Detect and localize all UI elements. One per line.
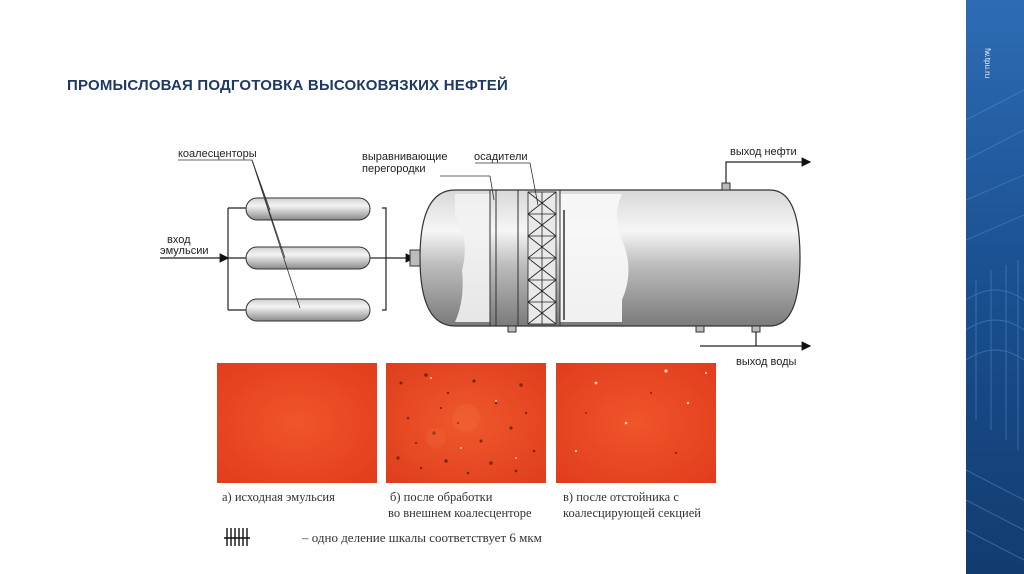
caption-after-coalescer-line2: во внешнем коалесценторе bbox=[388, 506, 532, 520]
baffles-label-line2: перегородки bbox=[362, 163, 426, 175]
outlet-piping bbox=[700, 157, 812, 351]
inlet-label-line2: эмульсии bbox=[160, 245, 209, 257]
coalescer-tube bbox=[245, 246, 371, 270]
page-title: ПРОМЫСЛОВАЯ ПОДГОТОВКА ВЫСОКОВЯЗКИХ НЕФТ… bbox=[67, 77, 508, 94]
coalescers-leader-lines bbox=[178, 159, 301, 309]
coalescers-label: коалесценторы bbox=[178, 148, 257, 160]
baffles-label-line1: выравнивающие bbox=[362, 151, 448, 163]
site-url: fw.tpu.ru bbox=[983, 48, 992, 79]
emulsion-photo-after-settler bbox=[556, 363, 716, 483]
emulsion-photo-initial bbox=[217, 363, 377, 483]
settler-lattice bbox=[527, 191, 557, 325]
separator-vessel bbox=[409, 182, 801, 333]
water-outlet-label: выход воды bbox=[736, 356, 797, 368]
inlet-label-line1: вход bbox=[167, 234, 191, 246]
caption-initial-emulsion: а) исходная эмульсия bbox=[222, 490, 335, 504]
side-decor-panel bbox=[966, 0, 1024, 574]
settlers-label: осадители bbox=[474, 151, 528, 163]
coalescer-tube bbox=[245, 298, 371, 322]
caption-after-settler-line1: в) после отстойника с bbox=[563, 490, 679, 504]
caption-after-settler-line2: коалесцирующей секцией bbox=[563, 506, 701, 520]
scale-ruler-icon bbox=[224, 528, 250, 546]
caption-after-coalescer-line1: б) после обработки bbox=[390, 490, 493, 504]
scale-note: – одно деление шкалы соответствует 6 мкм bbox=[302, 530, 542, 545]
coalescer-tube bbox=[245, 197, 371, 221]
separator-diagram bbox=[160, 157, 812, 351]
inlet-piping bbox=[160, 207, 416, 311]
side-panel-texture bbox=[966, 0, 1024, 574]
oil-outlet-label: выход нефти bbox=[730, 146, 797, 158]
emulsion-photo-after-coalescer bbox=[386, 363, 546, 483]
